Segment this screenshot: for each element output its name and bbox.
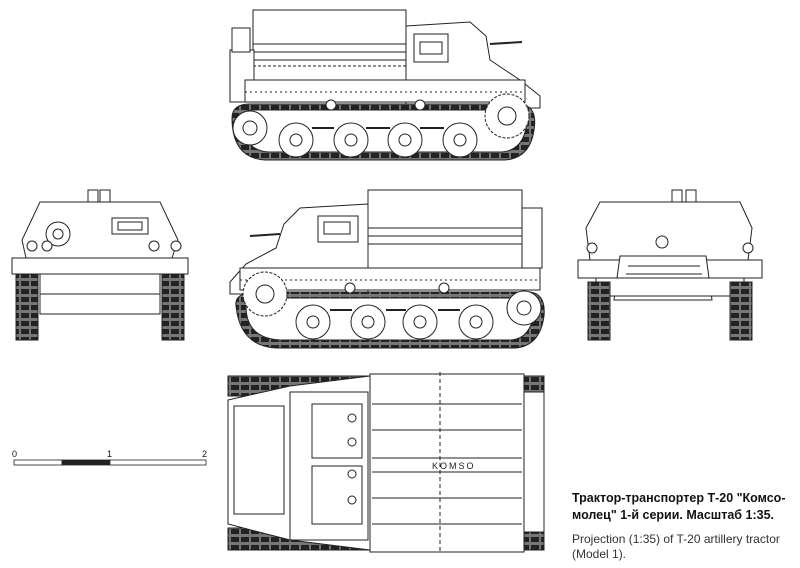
caption-russian: Трактор-транспортер Т-20 "Комсо-молец" 1… <box>572 491 786 522</box>
side-view-left <box>229 189 545 349</box>
rear-view <box>11 189 189 341</box>
plan-marking: KOMSO <box>432 461 476 471</box>
scale-bar <box>13 459 207 466</box>
scale-tick-1: 1 <box>107 449 113 459</box>
scale-tick-2: 2 <box>202 449 208 459</box>
side-view-right <box>229 9 541 161</box>
front-view <box>577 189 763 341</box>
scale-tick-0: 0 <box>12 449 18 459</box>
plan-view <box>227 372 545 554</box>
caption-english: Projection (1:35) of T-20 artillery trac… <box>572 532 780 561</box>
